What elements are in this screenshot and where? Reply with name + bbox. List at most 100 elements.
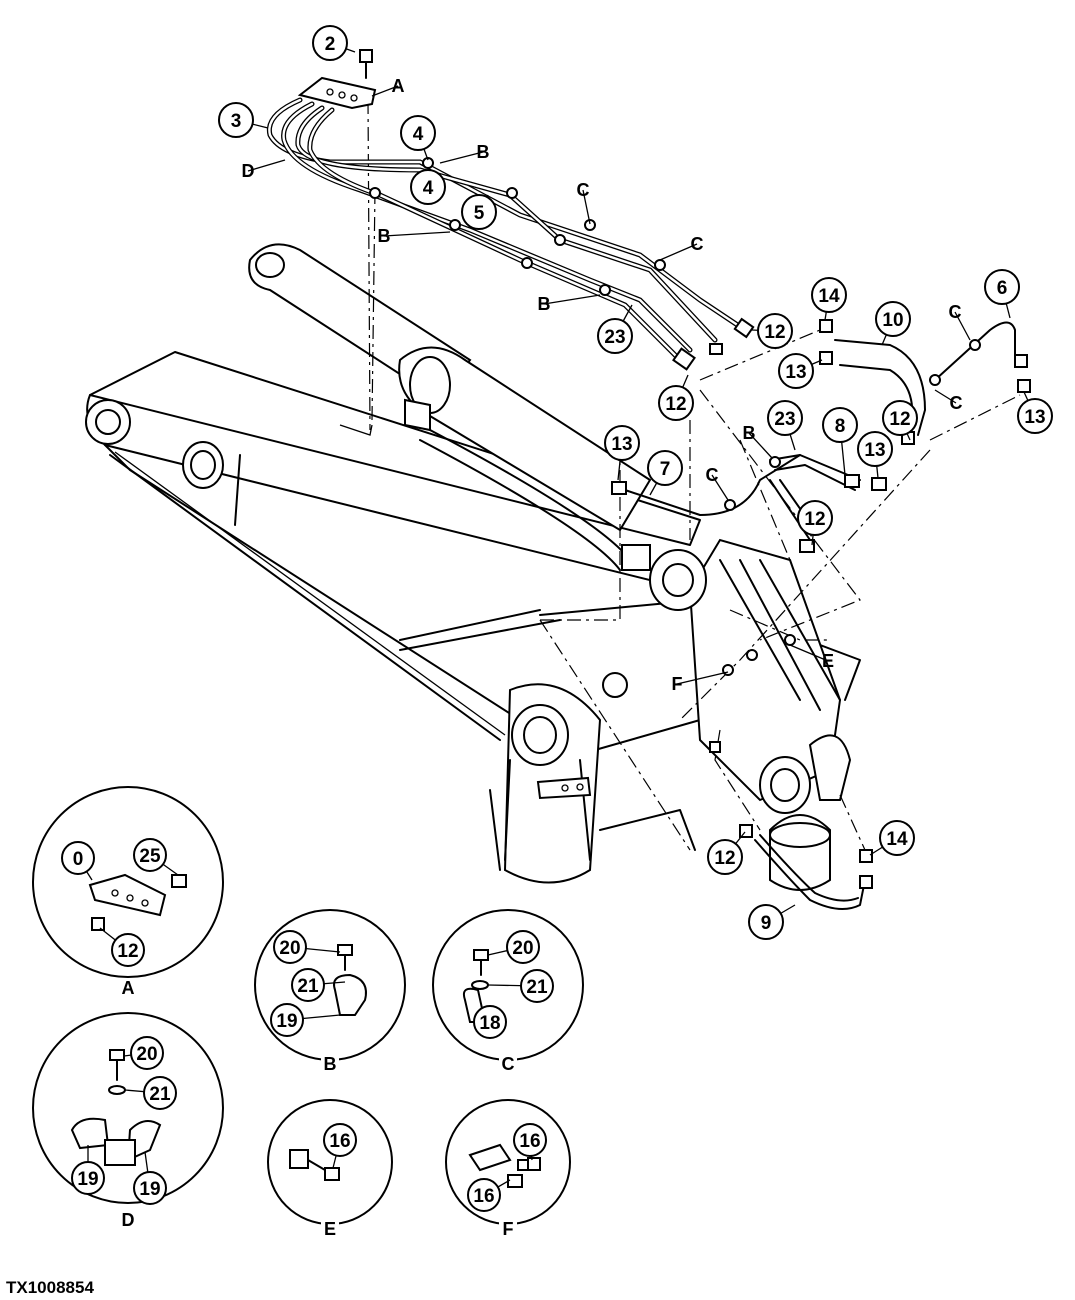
callout-c3: 3: [218, 102, 269, 138]
boom-structure: [85, 351, 861, 891]
detail-C-title: C: [502, 1054, 515, 1074]
detail-A-callout-2-circle: [111, 933, 145, 967]
detail-circle-b: [254, 909, 406, 1061]
callout-c9-circle: [748, 904, 784, 940]
callout-c12b-label: 12: [665, 394, 686, 415]
callout-c13b-circle: [1017, 398, 1053, 434]
letter-lC2-label: C: [691, 234, 704, 254]
letter-lC5: C: [706, 465, 729, 501]
detail-A-callout-1-circle: [133, 838, 167, 872]
callout-c13b: 13: [1017, 391, 1053, 434]
letter-lE-leader: [789, 644, 829, 662]
callout-c3-circle: [218, 102, 254, 138]
detail-C-callout-1-circle: [520, 969, 554, 1003]
detail-C-callout-0-label: 20: [512, 938, 533, 959]
detail-D-callout-3-circle: [133, 1171, 167, 1205]
detail-A-callout-0: 0: [61, 841, 95, 881]
callout-c7: 7: [647, 450, 683, 496]
callout-c12e-circle: [707, 839, 743, 875]
letter-lC4-label: C: [950, 393, 963, 413]
letter-lC3: C: [949, 302, 971, 341]
detail-C-callout-0: 20: [487, 930, 540, 964]
callout-c13c: 13: [857, 431, 893, 479]
callout-c14a-label: 14: [818, 286, 840, 307]
callout-c5-label: 5: [474, 203, 485, 224]
letter-lA-label: A: [392, 76, 405, 96]
callout-c9-label: 9: [761, 913, 772, 934]
callout-c6: 6: [984, 269, 1020, 319]
callout-c13d-circle: [604, 425, 640, 461]
callout-c13d-label: 13: [611, 434, 632, 455]
detail-A-callout-1: 25: [133, 838, 179, 876]
detail-C-callout-0-circle: [506, 930, 540, 964]
letter-lE: E: [789, 644, 834, 671]
manifold-block-a: [297, 49, 377, 110]
detail-A-callout-0-circle: [61, 841, 95, 875]
hydraulic-hoses: [266, 97, 1031, 910]
detail-circle-e: [267, 1099, 393, 1225]
letter-lB4-label: B: [743, 423, 756, 443]
detail-C-callout-1-label: 21: [526, 977, 548, 998]
callout-c12e-label: 12: [714, 848, 735, 869]
letter-lB2: B: [378, 226, 451, 246]
callout-c12b-circle: [658, 385, 694, 421]
detail-C-callout-2-label: 18: [479, 1013, 500, 1034]
detail-C-callout-1: 21: [487, 969, 554, 1003]
detail-B-callout-2-circle: [270, 1003, 304, 1037]
callout-c23a: 23: [597, 304, 633, 354]
callout-c4a: 4: [400, 115, 436, 161]
detail-D-callout-2: 19: [71, 1145, 105, 1195]
callout-c12c-circle: [882, 400, 918, 436]
letter-lF-leader: [676, 671, 729, 685]
letter-lA: A: [371, 76, 405, 97]
callout-c5-circle: [461, 194, 497, 230]
detail-B-title-bg: [321, 1054, 339, 1074]
callout-c6-label: 6: [997, 278, 1008, 299]
detail-D-callout-3-label: 19: [139, 1179, 160, 1200]
callout-c3-label: 3: [231, 111, 242, 132]
letter-lC1: C: [577, 180, 591, 225]
letter-lC2: C: [659, 234, 704, 261]
detail-D-callout-1-label: 21: [149, 1084, 171, 1105]
callout-c12e: 12: [707, 831, 746, 875]
letter-lB1: B: [439, 142, 490, 164]
detail-E-callout-0: 16: [323, 1123, 357, 1169]
detail-B-callout-1-circle: [291, 968, 325, 1002]
detail-F-title: F: [503, 1219, 514, 1239]
figure-code: TX1008854: [6, 1278, 94, 1297]
letter-lB2-label: B: [378, 226, 391, 246]
letter-lC4: C: [934, 389, 963, 413]
detail-A-title: A: [122, 978, 135, 998]
detail-D-callout-3: 19: [133, 1151, 167, 1205]
letter-lC4-leader: [934, 389, 957, 404]
callout-c8: 8: [822, 407, 858, 476]
detail-A-callout-2: 12: [99, 927, 145, 967]
detail-E-title: E: [324, 1219, 336, 1239]
letter-lB4: B: [743, 423, 773, 459]
callout-c14b: 14: [869, 820, 915, 856]
detail-F-callout-1: 16: [467, 1178, 511, 1212]
letter-lC3-label: C: [949, 302, 962, 322]
callout-c12c: 12: [882, 400, 918, 441]
letter-lE-label: E: [822, 651, 834, 671]
callout-c7-label: 7: [660, 459, 671, 480]
letter-lB1-label: B: [477, 142, 490, 162]
callout-c4b: 4: [410, 169, 446, 205]
detail-A-callout-0-label: 0: [73, 849, 84, 870]
callout-c13a: 13: [778, 353, 823, 389]
callout-c14a: 14: [811, 277, 847, 321]
detail-B-callout-2: 19: [270, 1003, 341, 1037]
detail-D-callout-0-circle: [130, 1036, 164, 1070]
detail-D-callout-2-label: 19: [77, 1169, 98, 1190]
detail-A-callout-2-label: 12: [117, 941, 138, 962]
letter-lD-label: D: [242, 161, 255, 181]
callout-c13a-label: 13: [785, 362, 806, 383]
letter-lC1-leader: [582, 189, 591, 225]
detail-D-callout-0-label: 20: [136, 1044, 157, 1065]
callout-c13b-label: 13: [1024, 407, 1045, 428]
leader-lines: [339, 99, 1021, 851]
detail-D-callout-0: 20: [123, 1036, 164, 1070]
